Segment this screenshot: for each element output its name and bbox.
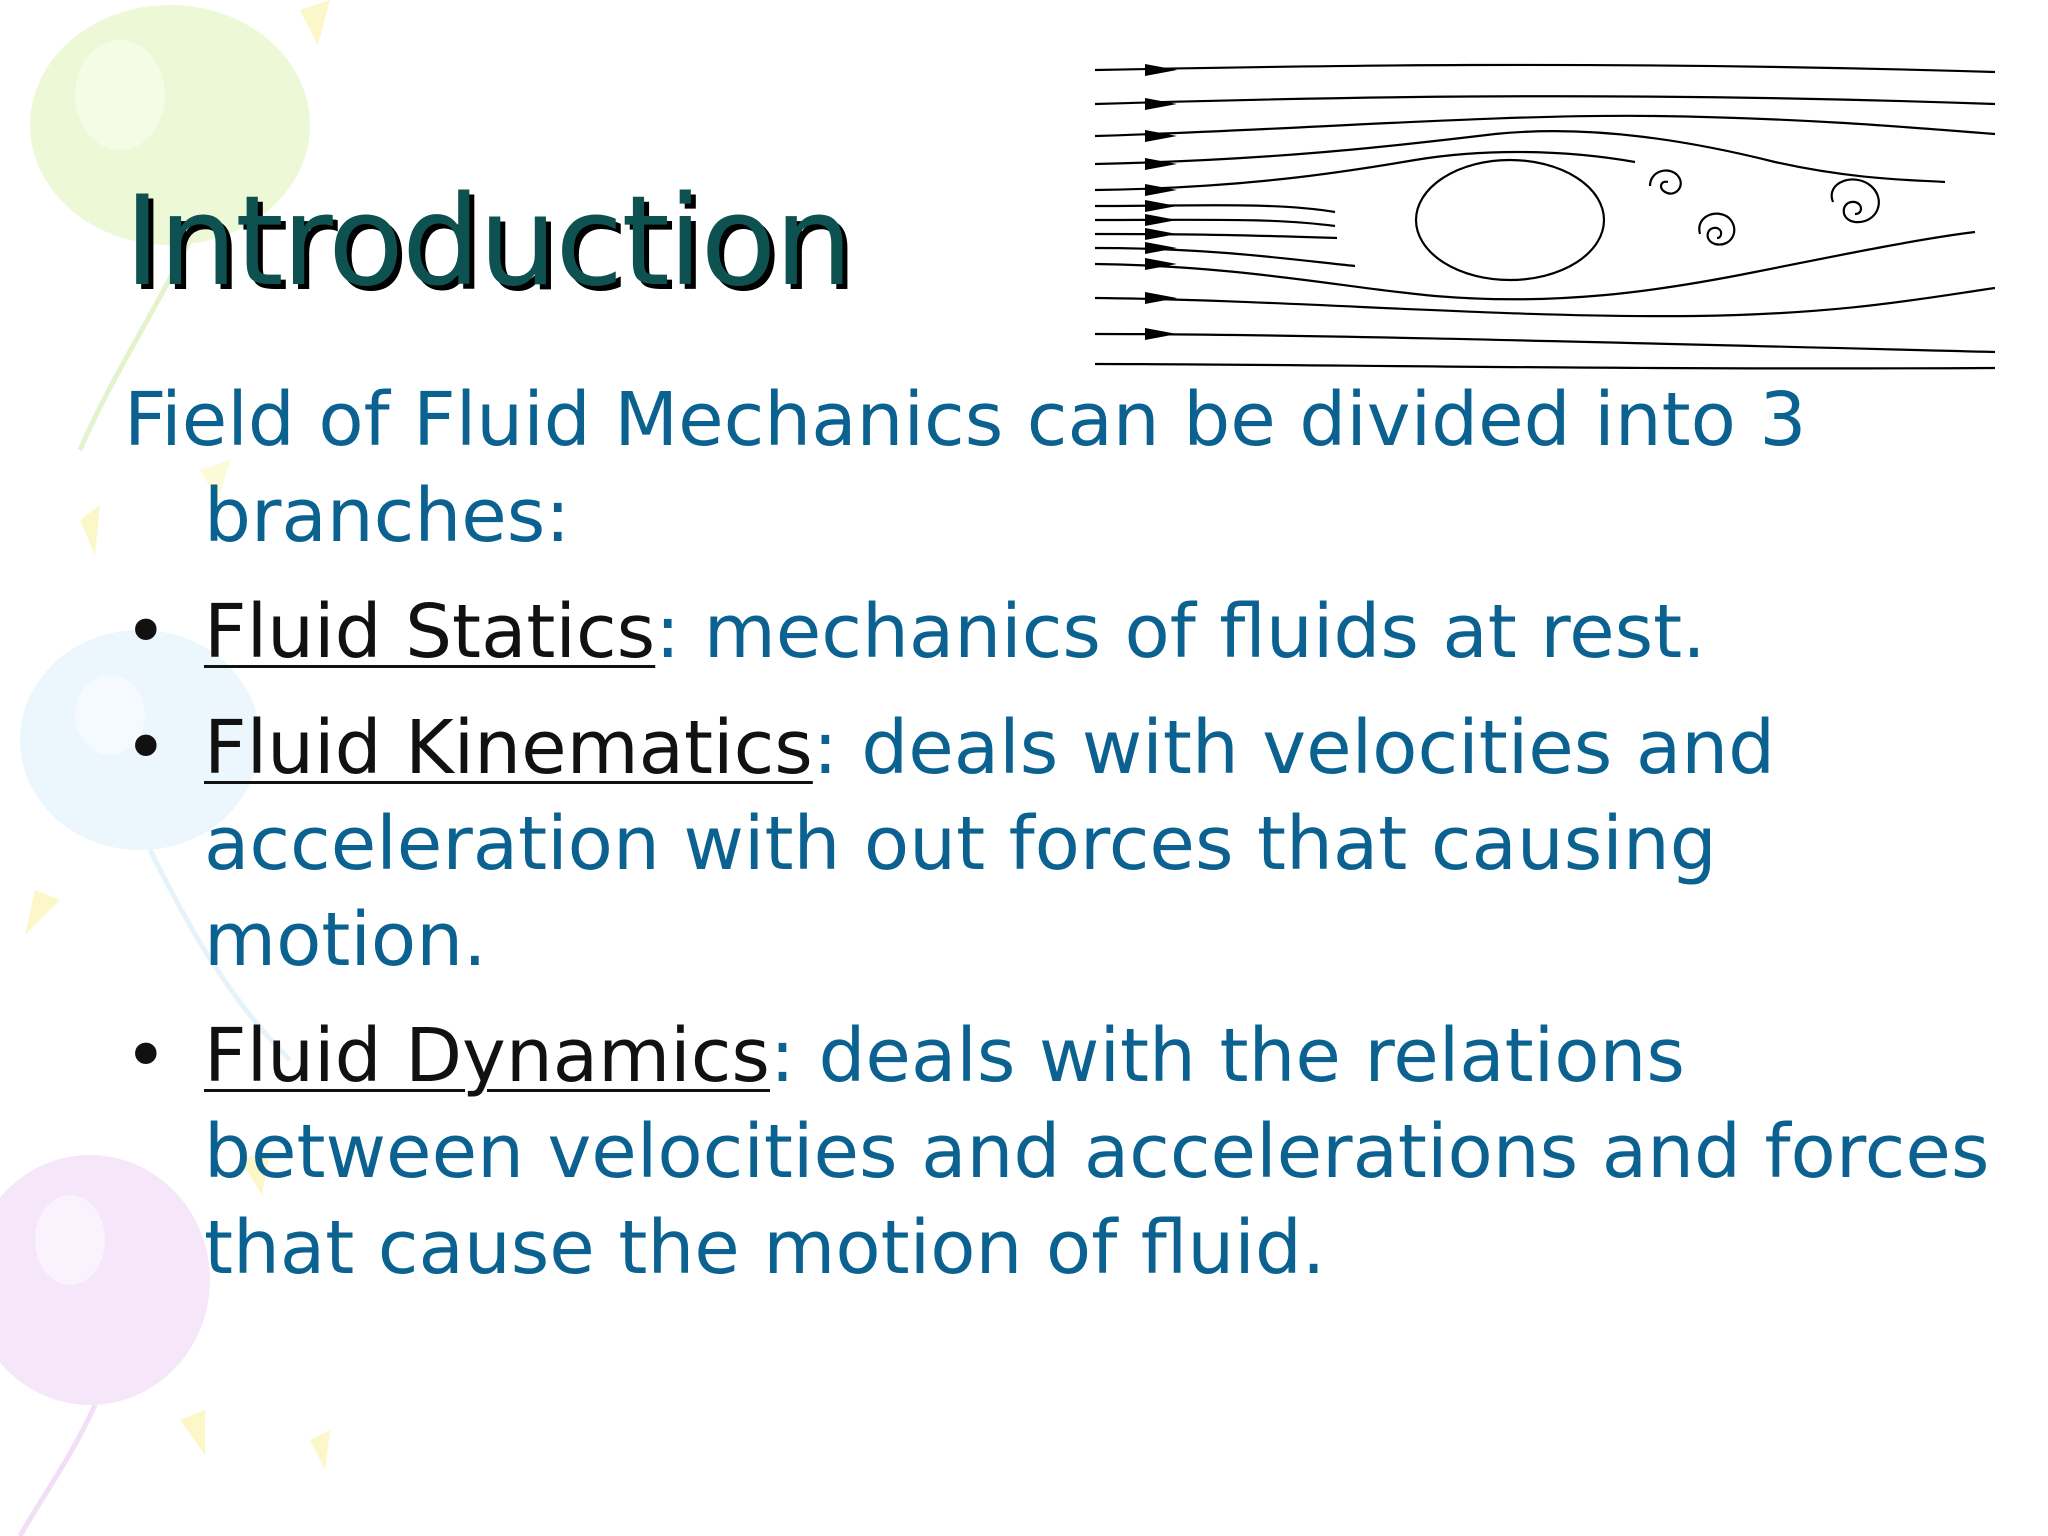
term-fluid-kinematics: Fluid Kinematics xyxy=(204,705,813,791)
flow-around-cylinder-icon xyxy=(1095,63,1995,370)
bullet-icon: • xyxy=(124,1013,168,1099)
list-item-fluid-dynamics: • Fluid Dynamics: deals with the relatio… xyxy=(124,1008,2004,1296)
description-fluid-kinematics: : deals with velocities and acceleration… xyxy=(204,705,1776,983)
term-fluid-statics: Fluid Statics xyxy=(204,589,656,675)
term-fluid-dynamics: Fluid Dynamics xyxy=(204,1013,770,1099)
intro-text: Field of Fluid Mechanics can be divided … xyxy=(124,377,1807,559)
list-item-fluid-kinematics: • Fluid Kinematics: deals with velocitie… xyxy=(124,700,2004,988)
list-item-fluid-statics: • Fluid Statics: mechanics of fluids at … xyxy=(124,584,2004,680)
bullet-icon: • xyxy=(124,705,168,791)
slide-body: Field of Fluid Mechanics can be divided … xyxy=(124,372,2004,1296)
bullet-icon: • xyxy=(124,589,168,675)
description-fluid-dynamics: : deals with the relations between veloc… xyxy=(204,1013,1990,1291)
slide-title: Introduction xyxy=(124,170,853,314)
branch-list: • Fluid Statics: mechanics of fluids at … xyxy=(124,584,2004,1296)
description-fluid-statics: : mechanics of fluids at rest. xyxy=(655,589,1706,675)
